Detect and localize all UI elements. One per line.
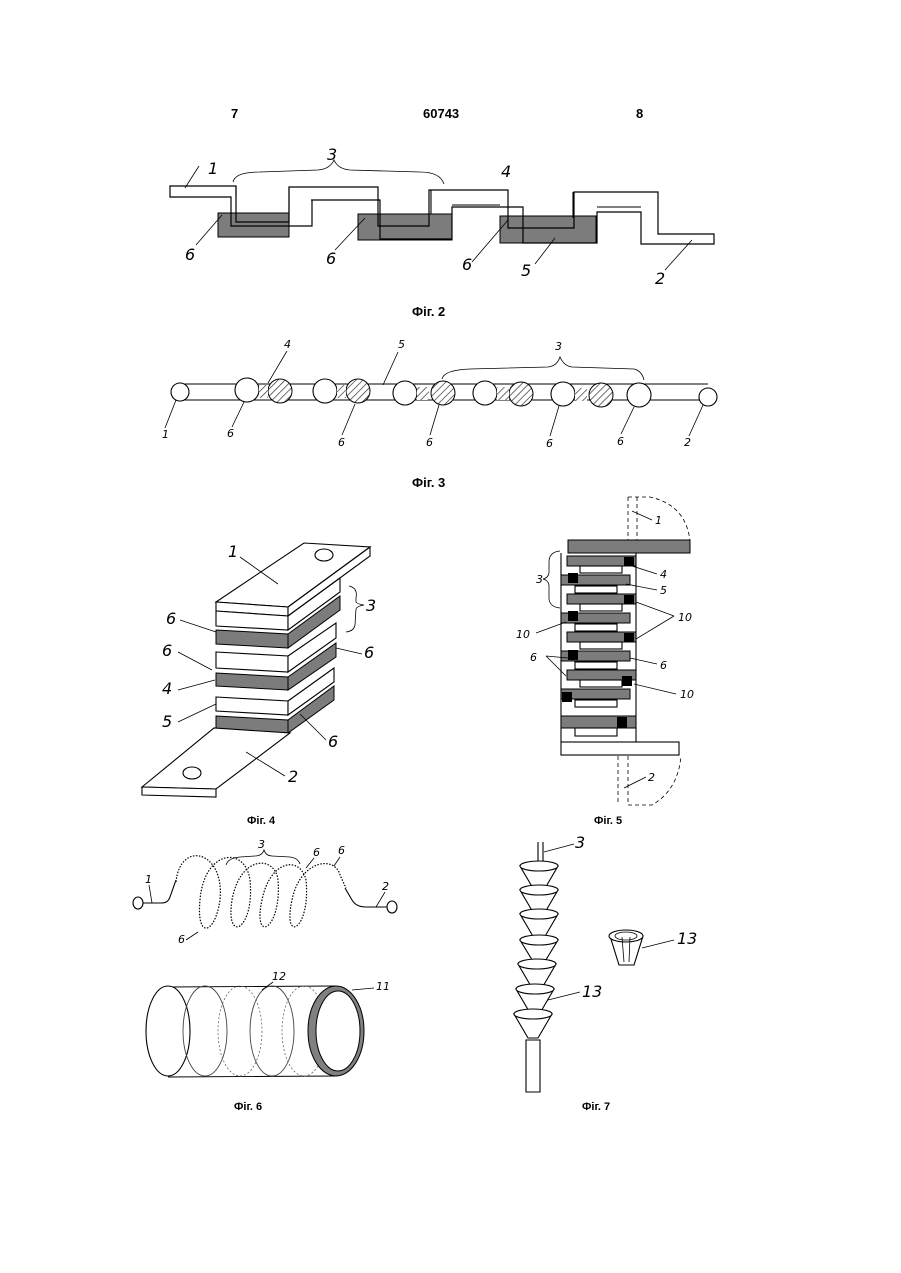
fig3-label: 6 — [426, 436, 433, 449]
fig2-label: 3 — [327, 145, 337, 164]
fig2-label: 2 — [655, 269, 665, 288]
fig6-label: 11 — [376, 980, 390, 993]
fig3-label: 6 — [617, 435, 624, 448]
fig2-label: 6 — [462, 255, 472, 274]
fig5-label: 6 — [530, 651, 537, 664]
fig4-caption: Фіг. 4 — [247, 815, 275, 827]
fig5-label: 5 — [660, 584, 667, 597]
fig3-label: 4 — [284, 338, 291, 351]
fig3-label: 6 — [338, 436, 345, 449]
fig2-label: 5 — [521, 261, 531, 280]
fig2-gray-layer — [358, 214, 452, 240]
fig5-label: 10 — [516, 628, 530, 641]
fig2-label: 1 — [208, 159, 218, 178]
fig5-label: 3 — [536, 573, 543, 586]
fig2-label: 6 — [326, 249, 336, 268]
fig7-caption: Фіг. 7 — [582, 1101, 610, 1113]
fig3-label: 3 — [555, 340, 562, 353]
fig2-gray-layer — [218, 213, 289, 237]
fig4-label: 1 — [228, 542, 238, 561]
fig3-label: 5 — [398, 338, 405, 351]
fig4-label: 4 — [162, 679, 172, 698]
fig5-label: 4 — [660, 568, 667, 581]
fig4-label: 6 — [328, 732, 338, 751]
figure-2-drawing — [170, 160, 714, 244]
fig4-label: 2 — [288, 767, 298, 786]
fig5-label: 1 — [655, 514, 662, 527]
figure-5-drawing — [543, 497, 690, 805]
fig5-label: 2 — [648, 771, 655, 784]
fig7-label: 3 — [575, 833, 585, 852]
fig6-label: 1 — [145, 873, 152, 886]
fig6-label: 3 — [258, 838, 265, 851]
fig3-label: 6 — [227, 427, 234, 440]
fig6-label: 6 — [313, 846, 320, 859]
fig4-label: 3 — [366, 596, 376, 615]
fig4-label: 6 — [166, 609, 176, 628]
figure-3-drawing — [171, 357, 717, 407]
fig5-layer-stack — [561, 556, 636, 736]
fig3-label: 6 — [546, 437, 553, 450]
fig2-gray-layer — [500, 216, 596, 243]
fig7-label: 13 — [677, 929, 697, 948]
fig5-label: 10 — [678, 611, 692, 624]
fig5-caption: Фіг. 5 — [594, 815, 622, 827]
fig6-label: 6 — [178, 933, 185, 946]
fig5-label: 6 — [660, 659, 667, 672]
figure-7-drawing — [514, 842, 643, 1092]
fig7-cone-stack — [514, 861, 558, 1038]
fig4-label: 6 — [364, 643, 374, 662]
figure-6-drawing — [133, 850, 397, 1077]
fig7-label: 13 — [582, 982, 602, 1001]
fig3-caption: Фіг. 3 — [412, 475, 445, 490]
fig2-label: 4 — [501, 162, 511, 181]
fig5-label: 10 — [680, 688, 694, 701]
fig3-label: 1 — [162, 428, 169, 441]
fig6-caption: Фіг. 6 — [234, 1101, 262, 1113]
fig2-label: 6 — [185, 245, 195, 264]
fig2-caption: Фіг. 2 — [412, 304, 445, 319]
fig3-label: 2 — [684, 436, 691, 449]
figure-4-drawing — [142, 543, 370, 797]
fig4-label: 5 — [162, 712, 172, 731]
fig6-label: 2 — [382, 880, 389, 893]
fig4-label: 6 — [162, 641, 172, 660]
fig6-label: 6 — [338, 844, 345, 857]
fig6-label: 12 — [272, 970, 286, 983]
